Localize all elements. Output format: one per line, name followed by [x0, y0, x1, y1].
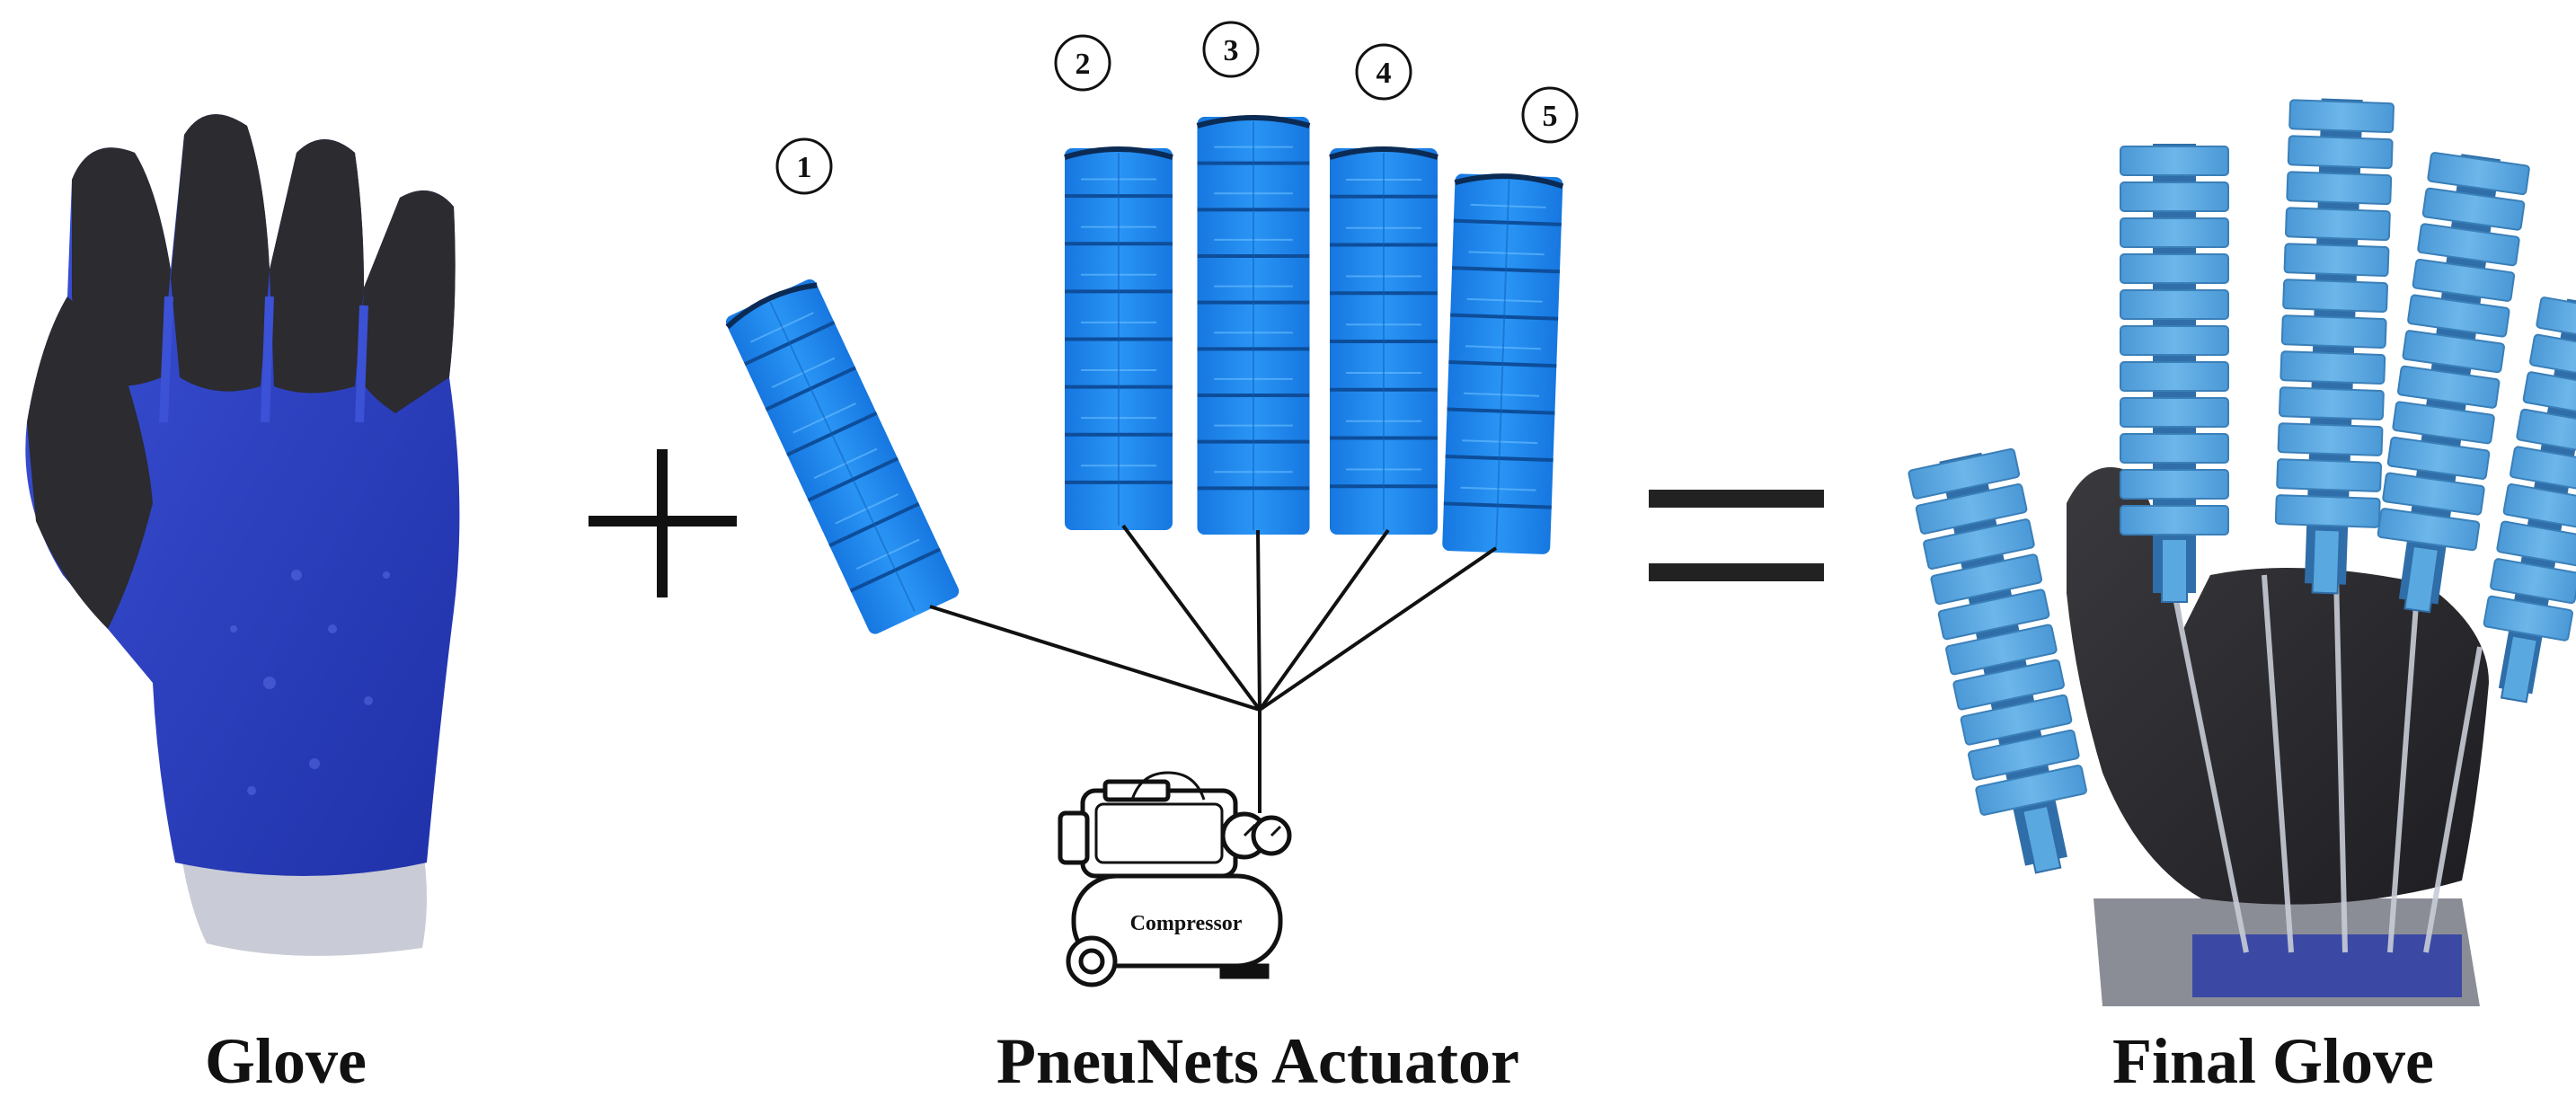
final-actuator-thumb — [1908, 447, 2087, 874]
actuator-number-5: 5 — [1521, 86, 1579, 144]
glove-finger-coating — [72, 147, 171, 386]
final-actuator-little — [2483, 296, 2576, 704]
actuator-number-3: 3 — [1202, 21, 1260, 78]
actuator-number-2: 2 — [1054, 34, 1111, 92]
actuator-group — [725, 115, 1564, 634]
actuator-4 — [1329, 146, 1438, 535]
actuator-5 — [1442, 173, 1564, 554]
glove-illustration — [25, 114, 460, 956]
actuator-2 — [1064, 146, 1173, 530]
glove-caption: Glove — [205, 1025, 367, 1097]
glove-thumb-coating — [27, 296, 153, 629]
glove-finger-coating — [359, 190, 456, 413]
actuator-number-label: 1 — [797, 151, 812, 184]
final-actuator-group — [1908, 98, 2576, 874]
plus-sign — [589, 449, 737, 597]
actuator-3 — [1196, 115, 1311, 535]
actuator-number-label: 4 — [1377, 57, 1392, 90]
actuator-number-label: 5 — [1543, 100, 1558, 133]
actuator-number-1: 1 — [775, 137, 833, 195]
glove-finger-coating — [270, 139, 364, 394]
final-actuator-ring — [2377, 152, 2530, 614]
actuator-number-4: 4 — [1355, 43, 1412, 101]
equals-sign — [1649, 490, 1824, 581]
compressor-drawing — [1058, 771, 1292, 987]
actuator-1 — [725, 279, 960, 634]
actuator-number-group: 1 2 3 4 5 — [775, 21, 1579, 195]
actuator-number-label: 3 — [1224, 34, 1239, 67]
compressor-label: Compressor — [1130, 912, 1243, 935]
tube-lines — [929, 524, 1498, 813]
actuator-number-label: 2 — [1076, 48, 1091, 81]
final-glove-caption: Final Glove — [2112, 1025, 2434, 1097]
glove-finger-coating — [171, 114, 270, 392]
actuator-caption: PneuNets Actuator — [996, 1025, 1519, 1097]
final-actuator-index — [2120, 144, 2229, 603]
final-actuator-middle — [2274, 98, 2395, 595]
